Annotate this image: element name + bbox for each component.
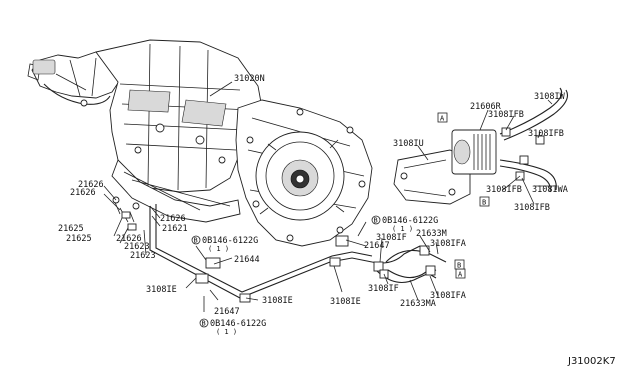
label-21606R: 21606R [470, 102, 502, 112]
label-3108IU: 3108IU [393, 139, 424, 149]
label-21621: 21621 [162, 224, 188, 234]
bolt-callout-top: B 0B146-6122G ( 1 ) [371, 215, 438, 233]
label-21625-1: 21625 [58, 224, 84, 234]
bolt-top-part-number: 0B146-6122G [382, 216, 438, 226]
bolt-top-qty: ( 1 ) [392, 225, 413, 233]
label-3108IFB-2: 3108IFB [528, 129, 564, 139]
label-3108IFB-4: 3108IFB [514, 203, 550, 213]
label-21623-2: 21623 [130, 251, 156, 261]
label-3108IE-1: 3108IE [146, 285, 177, 295]
bolt-callout-mid: B 0B146-6122G ( 1 ) [191, 235, 258, 253]
label-21633MA: 21633MA [400, 299, 436, 309]
part-labels: 31020N 21606R 3108IW 3108IFB 3108IFB 310… [58, 74, 568, 317]
label-3108IFA-1: 3108IFA [430, 239, 466, 249]
label-21626-2: 21626 [70, 188, 96, 198]
label-21626-3: 21626 [160, 214, 186, 224]
label-21626-1: 21626 [78, 180, 104, 190]
diagram-code: J31002K7 [567, 356, 616, 367]
transmission-assembly[interactable] [27, 39, 373, 247]
label-3108IFA-2: 3108IFA [430, 291, 466, 301]
ref-A-2: A [458, 271, 463, 279]
label-21633M: 21633M [416, 229, 447, 239]
bolt-mid-qty: ( 1 ) [208, 245, 229, 253]
label-3108IW: 3108IW [534, 92, 566, 102]
label-3108IFB-1: 3108IFB [488, 110, 524, 120]
label-3108IE-2: 3108IE [262, 296, 293, 306]
label-3108IWA: 3108IWA [532, 185, 568, 195]
ref-B-1: B [482, 199, 486, 207]
label-21623-1: 21623 [124, 242, 150, 252]
bolt-marker-2: B [194, 237, 198, 245]
label-21647-1: 21647 [364, 241, 390, 251]
label-21644: 21644 [234, 255, 260, 265]
label-3108IF-2: 3108IF [368, 284, 399, 294]
label-3108IE-3: 3108IE [330, 297, 361, 307]
label-31020N: 31020N [234, 74, 265, 84]
leader-lines [103, 81, 554, 312]
label-3108IF-1: 3108IF [376, 233, 407, 243]
bolt-marker-3: B [202, 320, 206, 328]
bolt-callout-bot: B 0B146-6122G ( 1 ) [199, 318, 266, 336]
bolt-bot-qty: ( 1 ) [216, 328, 237, 336]
cooler-pipes[interactable] [112, 196, 447, 303]
bolt-bot-part-number: 0B146-6122G [210, 319, 266, 329]
label-3108IFB-3: 3108IFB [486, 185, 522, 195]
reference-markers: A A B B [437, 112, 490, 279]
label-21626-4: 21626 [116, 234, 142, 244]
ref-B-2: B [457, 262, 461, 270]
oil-cooler-assembly[interactable] [393, 87, 569, 205]
ref-A-1: A [440, 115, 445, 123]
bolt-mid-part-number: 0B146-6122G [202, 236, 258, 246]
label-21625-2: 21625 [66, 234, 92, 244]
bolt-marker: B [374, 217, 378, 225]
label-21647-2: 21647 [214, 307, 240, 317]
